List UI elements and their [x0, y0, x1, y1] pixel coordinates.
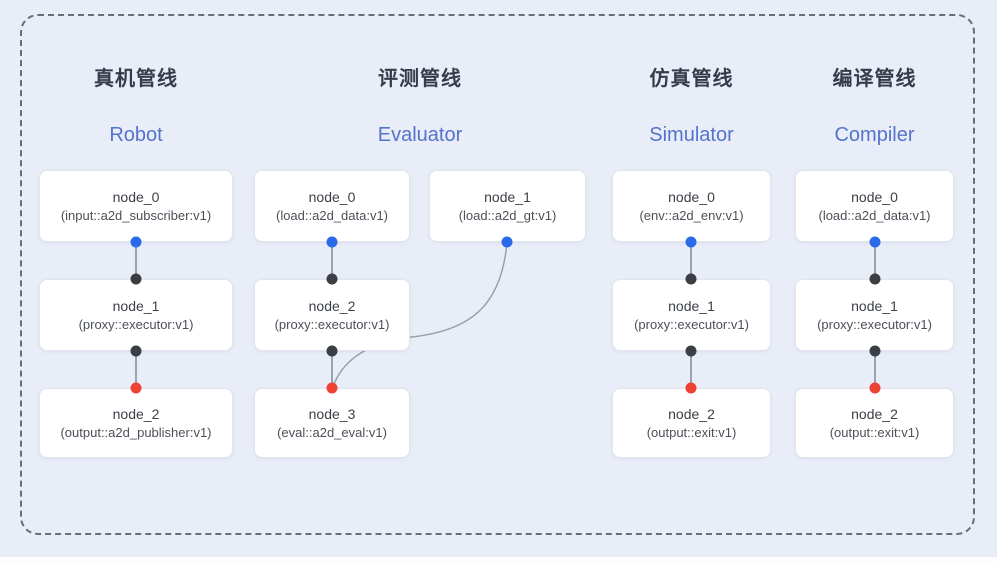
node-name: node_2	[112, 406, 160, 422]
simulator-node-0-card: node_0 (env::a2d_env:v1)	[612, 170, 771, 242]
input-port-dot-red	[130, 382, 142, 394]
node-type: (env::a2d_env:v1)	[639, 208, 744, 223]
node-name: node_1	[484, 189, 531, 205]
pipeline-title-en-compiler: Compiler	[834, 124, 915, 146]
output-port-dot	[869, 236, 881, 248]
node-name: node_2	[668, 406, 715, 422]
node-name: node_2	[308, 298, 356, 314]
node-name: node_1	[851, 298, 898, 314]
pipeline-title-en-evaluator: Evaluator	[377, 124, 463, 146]
connector-line	[690, 351, 692, 388]
pipeline-title-cn-simulator: 仿真管线	[649, 68, 734, 90]
robot-node-0-card: node_0 (input::a2d_subscriber:v1)	[39, 170, 233, 242]
connector-line	[331, 351, 333, 388]
pipeline-title-cn-robot: 真机管线	[94, 68, 178, 90]
pipeline-title-en-simulator: Simulator	[649, 124, 734, 146]
node-name: node_1	[668, 298, 715, 314]
pipeline-title-cn-evaluator: 评测管线	[378, 68, 462, 90]
node-type: (load::a2d_data:v1)	[818, 208, 931, 223]
node-type: (load::a2d_gt:v1)	[458, 208, 557, 223]
node-type: (output::exit:v1)	[646, 425, 737, 440]
compiler-node-0-card: node_0 (load::a2d_data:v1)	[795, 170, 954, 242]
compiler-node-1-card: node_1 (proxy::executor:v1)	[795, 279, 954, 351]
input-port-dot	[326, 273, 338, 285]
connector-line	[874, 351, 876, 388]
connector-line	[135, 242, 137, 279]
output-port-dot	[685, 236, 697, 248]
input-port-dot	[685, 273, 697, 285]
output-port-dot-dark	[685, 345, 697, 357]
connector-line	[135, 351, 137, 388]
evaluator-node-2-card: node_2 (proxy::executor:v1)	[254, 279, 410, 351]
evaluator-node-3-card: node_3 (eval::a2d_eval:v1)	[254, 388, 410, 458]
connector-line	[874, 242, 876, 279]
pipeline-title-en-robot: Robot	[109, 124, 163, 146]
node-type: (output::exit:v1)	[829, 425, 920, 440]
robot-node-2-card: node_2 (output::a2d_publisher:v1)	[39, 388, 233, 458]
node-type: (proxy::executor:v1)	[78, 317, 194, 332]
output-port-dot-dark	[130, 345, 142, 357]
node-type: (proxy::executor:v1)	[817, 317, 932, 332]
bottom-edge-strip	[0, 557, 997, 563]
input-port-dot-red	[326, 382, 338, 394]
compiler-node-2-card: node_2 (output::exit:v1)	[795, 388, 954, 458]
node-name: node_2	[851, 406, 898, 422]
input-port-dot	[130, 273, 142, 285]
output-port-dot	[501, 236, 513, 248]
output-port-dot	[326, 236, 338, 248]
input-port-dot	[869, 273, 881, 285]
node-type: (output::a2d_publisher:v1)	[60, 425, 212, 440]
node-name: node_0	[112, 189, 160, 205]
dashed-frame	[20, 14, 975, 535]
robot-node-1-card: node_1 (proxy::executor:v1)	[39, 279, 233, 351]
input-port-dot-red	[685, 382, 697, 394]
evaluator-node-1-card: node_1 (load::a2d_gt:v1)	[429, 170, 586, 242]
node-type: (proxy::executor:v1)	[634, 317, 749, 332]
pipeline-title-cn-compiler: 编译管线	[832, 68, 917, 90]
node-name: node_1	[112, 298, 160, 314]
output-port-dot-dark	[326, 345, 338, 357]
node-type: (input::a2d_subscriber:v1)	[60, 208, 212, 223]
simulator-node-1-card: node_1 (proxy::executor:v1)	[612, 279, 771, 351]
output-port-dot	[130, 236, 142, 248]
node-name: node_0	[668, 189, 715, 205]
connector-line	[331, 242, 333, 279]
evaluator-node-0-card: node_0 (load::a2d_data:v1)	[254, 170, 410, 242]
node-type: (load::a2d_data:v1)	[275, 208, 389, 223]
connector-line	[690, 242, 692, 279]
node-name: node_0	[851, 189, 898, 205]
node-name: node_3	[308, 406, 356, 422]
node-type: (proxy::executor:v1)	[274, 317, 390, 332]
input-port-dot-red	[869, 382, 881, 394]
simulator-node-2-card: node_2 (output::exit:v1)	[612, 388, 771, 458]
output-port-dot-dark	[869, 345, 881, 357]
node-type: (eval::a2d_eval:v1)	[277, 425, 387, 440]
node-name: node_0	[308, 189, 356, 205]
